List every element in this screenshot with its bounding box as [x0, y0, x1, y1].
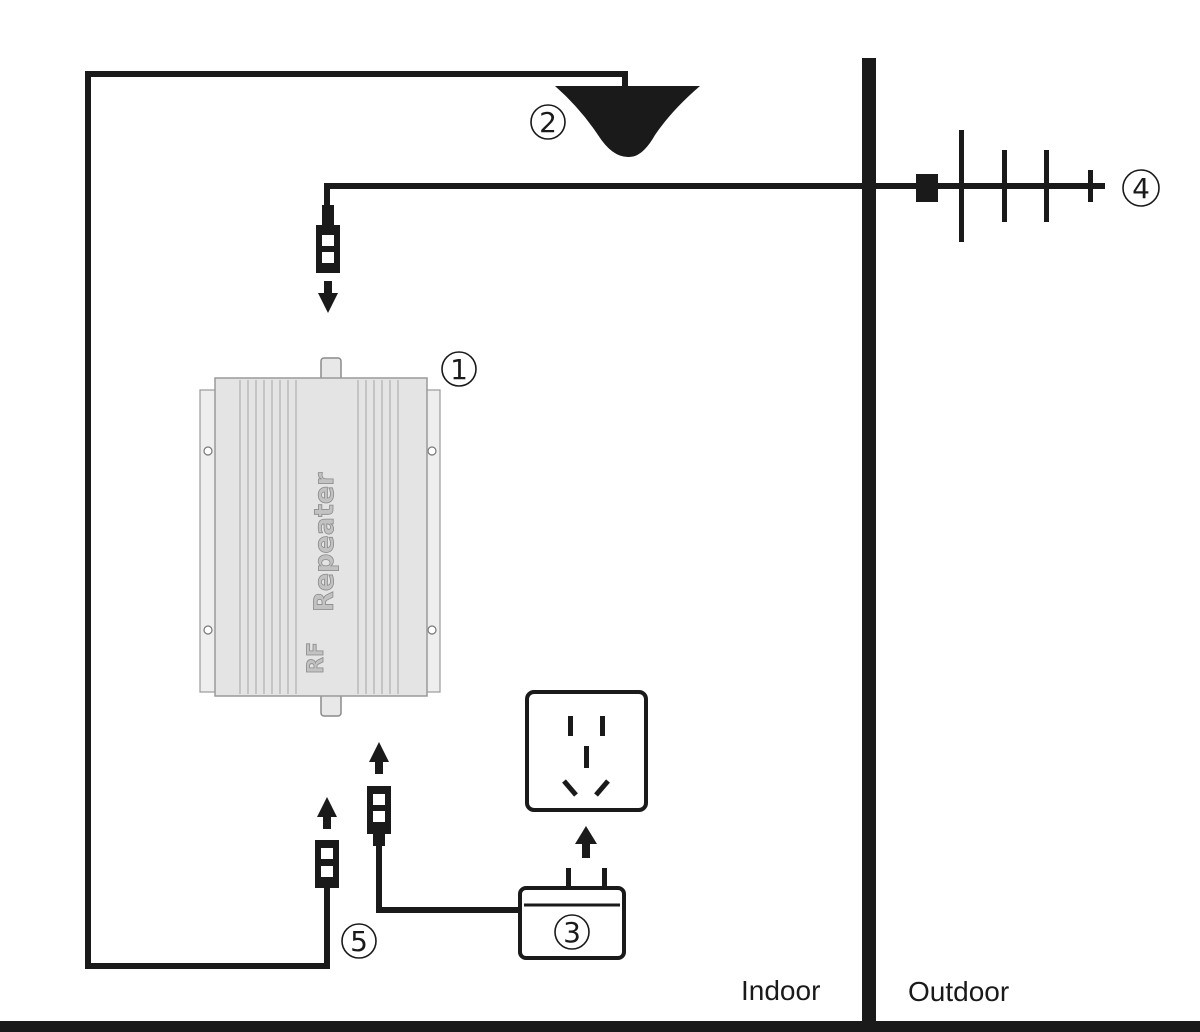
- outdoor-antenna-icon: [916, 130, 1093, 242]
- indoor-antenna-cable: [85, 71, 628, 969]
- callout-4: 4: [1122, 169, 1160, 207]
- callout-3-label: 3: [563, 916, 581, 949]
- arrow-up-icon-2: [369, 742, 389, 774]
- indoor-antenna-icon: [555, 86, 700, 158]
- outdoor-label: Outdoor: [908, 976, 1009, 1007]
- outdoor-antenna-cable: [324, 183, 1105, 215]
- indoor-cable-connector: [315, 840, 339, 888]
- callout-4-label: 4: [1132, 172, 1150, 205]
- callout-1: 1: [441, 351, 477, 387]
- arrow-down-icon: [318, 281, 338, 313]
- callout-2-label: 2: [539, 106, 557, 139]
- callout-5: 5: [341, 923, 377, 959]
- arrow-up-icon-3: [317, 797, 337, 829]
- callout-3: 3: [554, 914, 590, 950]
- callout-2: 2: [530, 104, 566, 140]
- power-adapter-icon: [518, 868, 626, 960]
- wall-divider: [862, 58, 876, 1032]
- callout-1-label: 1: [450, 353, 468, 386]
- device-brand-text: RF: [304, 642, 329, 674]
- top-cable-connector: [316, 205, 340, 273]
- indoor-label: Indoor: [741, 975, 820, 1006]
- floor-line: [0, 1021, 1200, 1032]
- power-cable: [376, 840, 520, 913]
- device-name-text: Repeater: [309, 472, 340, 612]
- wall-outlet-icon: [525, 690, 648, 812]
- callout-5-label: 5: [350, 925, 368, 958]
- arrow-up-icon: [575, 826, 597, 858]
- power-cable-connector: [367, 786, 391, 846]
- repeater-device: Repeater RF: [199, 357, 441, 717]
